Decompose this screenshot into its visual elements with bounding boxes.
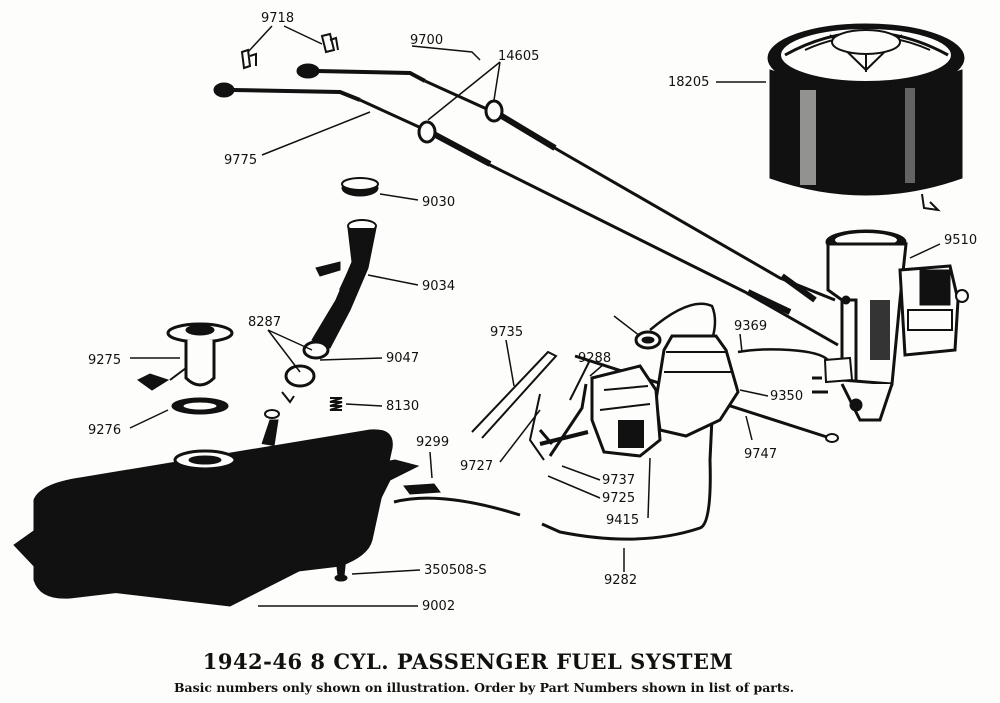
- label-9718: 9718: [261, 11, 294, 26]
- label-18205: 18205: [668, 75, 709, 90]
- label-9747: 9747: [744, 447, 777, 462]
- diagram-subtitle: Basic numbers only shown on illustration…: [174, 680, 794, 695]
- label-9275: 9275: [88, 353, 121, 368]
- air-cleaner-drawing: [767, 23, 965, 212]
- label-14605: 14605: [498, 49, 539, 64]
- fuel-pump-drawing: [471, 330, 740, 461]
- label-9737: 9737: [602, 473, 635, 488]
- label-9034: 9034: [422, 279, 455, 294]
- label-8130: 8130: [386, 399, 419, 414]
- label-9725: 9725: [602, 491, 635, 506]
- label-9369: 9369: [734, 319, 767, 334]
- label-9276: 9276: [88, 423, 121, 438]
- part-labels: 9718 9700 14605 18205 9775 9030 9510 903…: [88, 11, 977, 614]
- filler-assembly-drawing: [137, 177, 379, 415]
- label-9775: 9775: [224, 153, 257, 168]
- diagram-title: 1942-46 8 CYL. PASSENGER FUEL SYSTEM: [203, 649, 734, 674]
- label-9415: 9415: [606, 513, 639, 528]
- carburetor-drawing: [812, 229, 969, 422]
- label-9030: 9030: [422, 195, 455, 210]
- label-9735: 9735: [490, 325, 523, 340]
- fuel-tank-drawing: [13, 409, 441, 607]
- label-9282: 9282: [604, 573, 637, 588]
- label-9299: 9299: [416, 435, 449, 450]
- label-9288: 9288: [578, 351, 611, 366]
- label-9350: 9350: [770, 389, 803, 404]
- label-9002: 9002: [422, 599, 455, 614]
- control-cables-drawing: [213, 32, 839, 347]
- label-9727: 9727: [460, 459, 493, 474]
- label-350508-s: 350508-S: [424, 563, 487, 578]
- leader-lines: [129, 25, 941, 607]
- label-9047: 9047: [386, 351, 419, 366]
- label-9510: 9510: [944, 233, 977, 248]
- label-8287: 8287: [248, 315, 281, 330]
- label-9700: 9700: [410, 33, 443, 48]
